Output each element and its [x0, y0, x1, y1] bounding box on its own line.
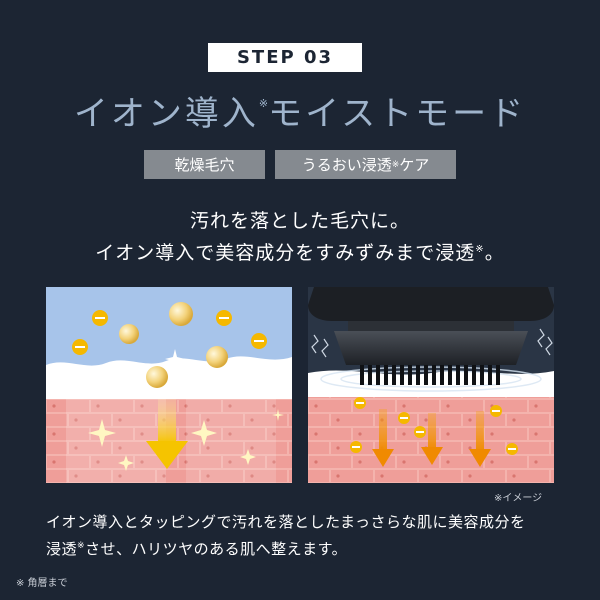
beauty-ingredient-spheres — [119, 302, 228, 388]
tag-moisture-care-after: ケア — [399, 156, 430, 174]
tag-dry-pores: 乾燥毛穴 — [144, 150, 265, 179]
title-rest: モイストモード — [268, 94, 527, 134]
title-main: イオン導入 — [73, 94, 259, 134]
tag-moisture-care: うるおい浸透※ケア — [275, 150, 456, 179]
tag-moisture-care-text: うるおい浸透 — [301, 156, 392, 174]
down-arrow-icon — [146, 399, 188, 469]
moisture-foam — [46, 356, 292, 399]
lead-line-2: イオン導入で美容成分をすみずみまで浸透※。 — [0, 238, 600, 265]
description-footnote-mark: ※ — [77, 541, 86, 551]
description-line-2-end: させ、ハリツヤのある肌へ整えます。 — [85, 540, 348, 558]
lead-line-2-text: イオン導入で美容成分をすみずみまで浸透 — [95, 242, 476, 264]
illustration-tapping — [308, 287, 554, 483]
device-head-icon — [308, 287, 554, 385]
down-arrow-icon — [372, 409, 491, 467]
description-line-2-start: 浸透 — [46, 540, 78, 558]
footnote: ※ 角層まで — [16, 578, 68, 589]
tag-dry-pores-text: 乾燥毛穴 — [174, 156, 235, 174]
description-line-2: 浸透※させ、ハリツヤのある肌へ整えます。 — [46, 538, 566, 559]
lead-line-2-end: 。 — [484, 242, 505, 264]
step-label: STEP 03 — [208, 43, 362, 72]
image-note: ※イメージ — [494, 493, 543, 504]
title-footnote-mark: ※ — [258, 97, 269, 110]
lead-line-1: 汚れを落とした毛穴に。 — [189, 210, 410, 232]
minus-ion-icon — [350, 397, 518, 455]
description-line-1: イオン導入とタッピングで汚れを落としたまっさらな肌に美容成分を — [46, 513, 526, 531]
minus-ion-icon — [72, 310, 267, 355]
mode-title: イオン導入※モイストモード — [0, 86, 600, 135]
sparkle-icon — [88, 349, 284, 471]
lead-footnote-mark: ※ — [475, 244, 485, 255]
illustration-ion-infusion — [46, 287, 292, 483]
moisture-surface — [308, 370, 554, 397]
tag-footnote-mark: ※ — [391, 159, 400, 170]
